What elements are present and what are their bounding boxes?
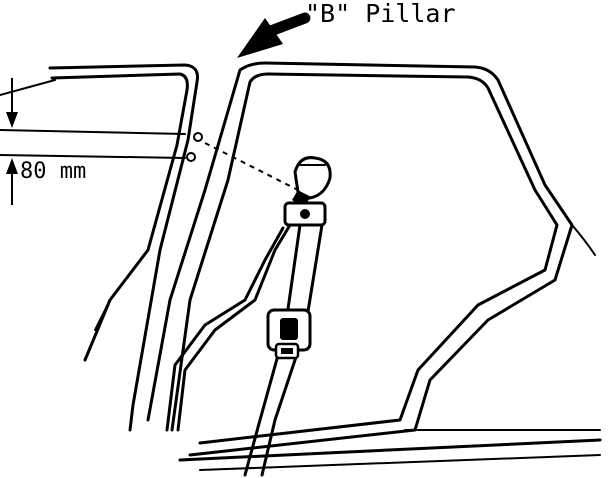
b-pillar xyxy=(146,61,601,457)
front-door-frame xyxy=(0,63,199,432)
anchor-bolt xyxy=(283,156,332,227)
upper-reference-line xyxy=(0,129,186,135)
belt-buckle xyxy=(266,308,312,360)
seat-belt-webbing xyxy=(165,223,324,477)
door-sill-inner xyxy=(199,454,601,471)
dimension-label: 80 mm xyxy=(20,159,86,184)
pillar-pointer-arrow xyxy=(237,12,311,58)
mounting-hole-lower xyxy=(186,152,196,162)
dimension-arrow-top xyxy=(6,78,18,128)
pillar-label: "B" Pillar xyxy=(305,0,456,28)
anchor-guide-line xyxy=(204,142,299,191)
dimension-arrow-bottom xyxy=(6,158,18,205)
mounting-hole-upper xyxy=(193,132,203,142)
lower-reference-line xyxy=(0,154,186,159)
